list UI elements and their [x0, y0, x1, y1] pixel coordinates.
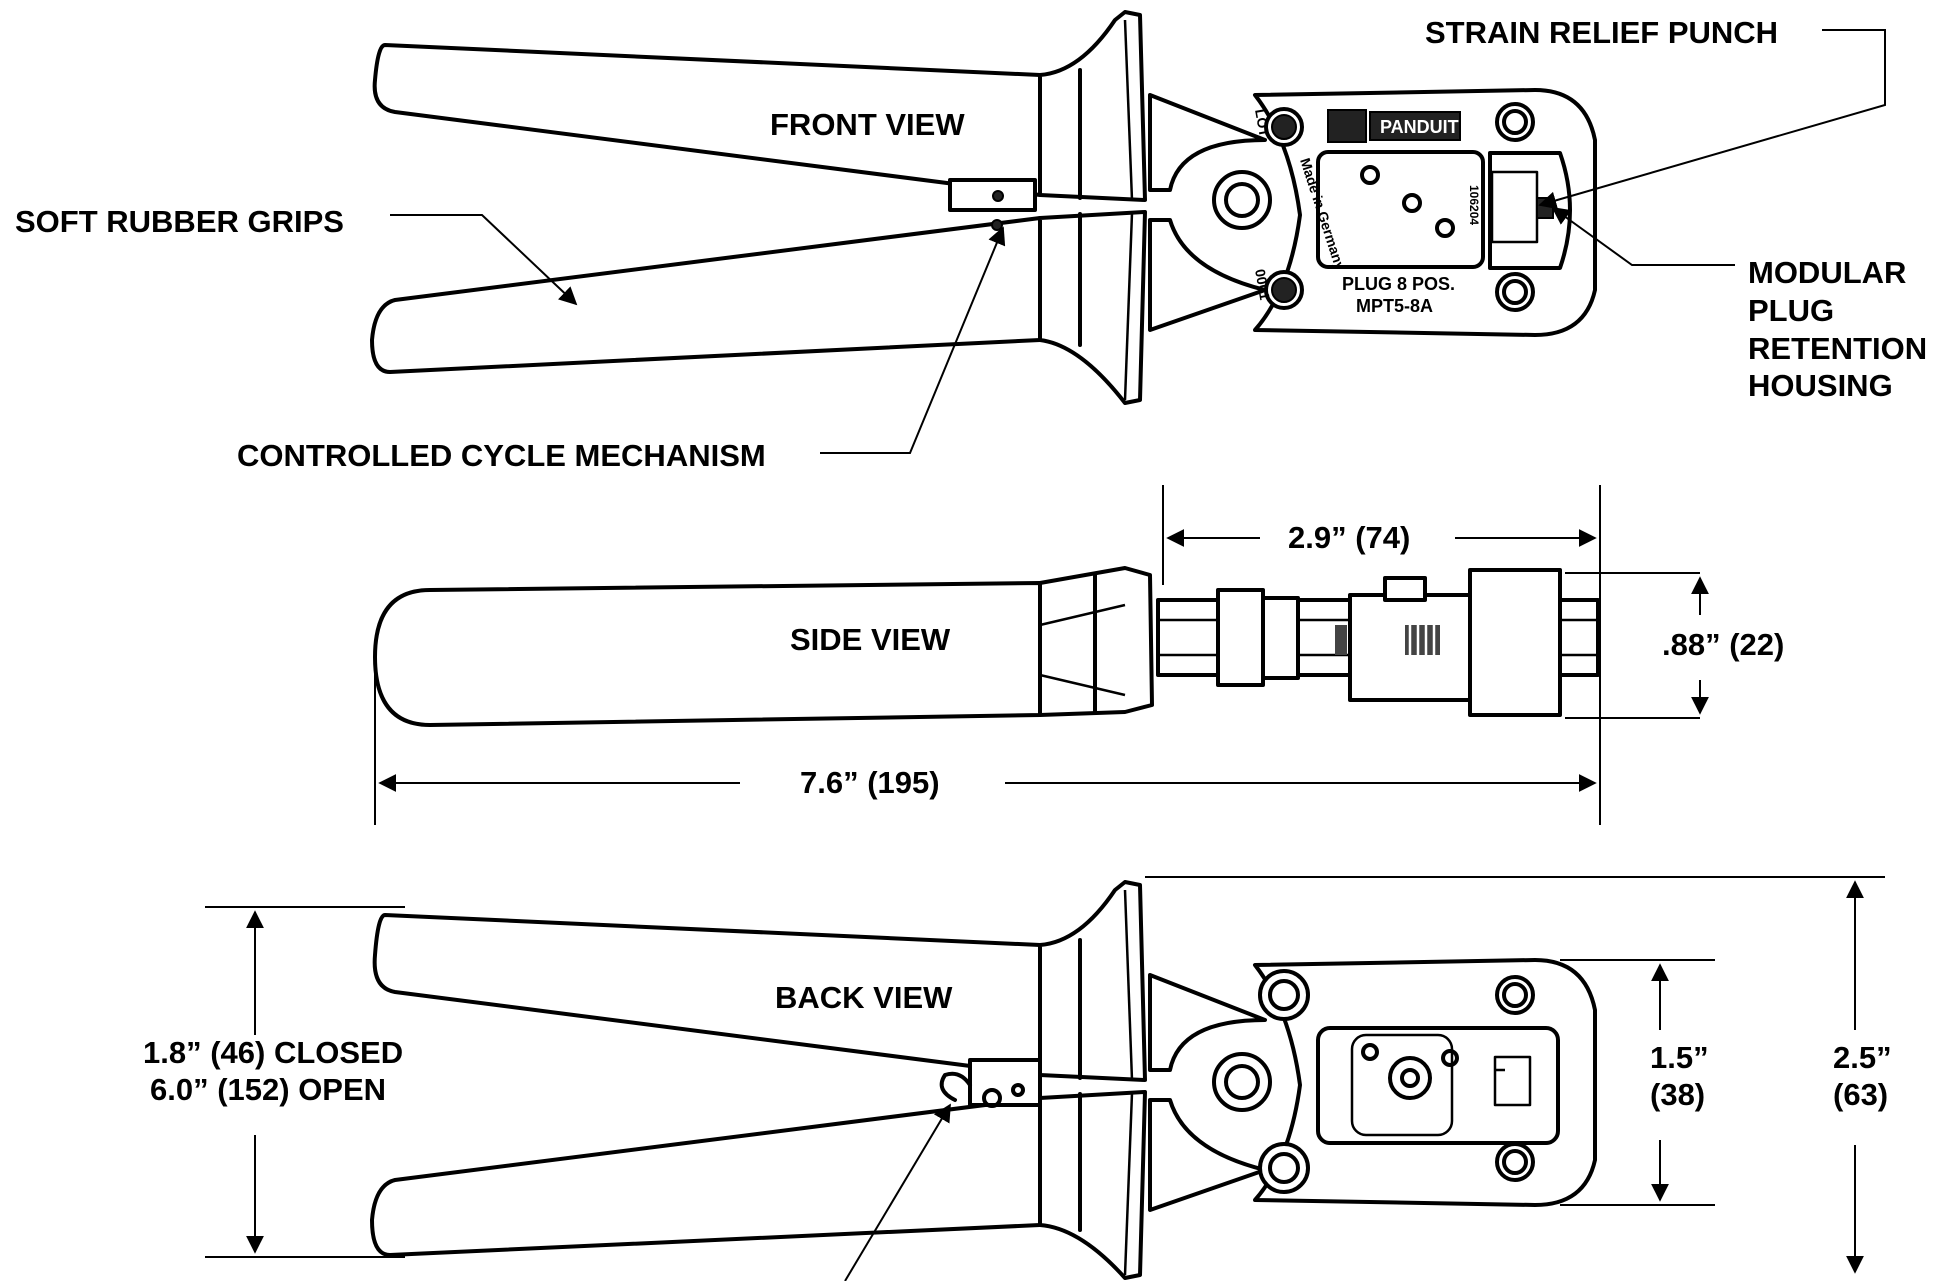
- side-view-label: SIDE VIEW: [790, 622, 951, 657]
- soft-grips-leader: [390, 214, 578, 306]
- side-spring-coil: [1405, 625, 1440, 655]
- modular-leader: [1551, 206, 1735, 266]
- dim-thickness: .88” (22): [1662, 627, 1784, 662]
- front-pivot: [1212, 170, 1272, 230]
- side-dimensions: 2.9” (74) .88” (22) 7.6” (195): [374, 485, 1784, 825]
- plate-text-model: MPT5-8A: [1356, 296, 1433, 316]
- dim-closed: 1.8” (46) CLOSED: [143, 1035, 403, 1070]
- strain-relief-leader: [1538, 29, 1886, 210]
- dim-overall-height-2: (63): [1833, 1077, 1888, 1112]
- cycle-mechanism-label: CONTROLLED CYCLE MECHANISM: [237, 438, 766, 473]
- dim-head-height-1: 1.5”: [1650, 1040, 1709, 1075]
- back-lower-grip: [370, 1096, 1042, 1257]
- brand-logo-mark: [1327, 109, 1367, 143]
- back-upper-grip: [372, 913, 1042, 1077]
- brand-name: PANDUIT: [1380, 117, 1459, 137]
- side-retention-housing: [1468, 568, 1562, 717]
- soft-grips-label: SOFT RUBBER GRIPS: [15, 204, 344, 239]
- back-view: BACK VIEW: [370, 880, 1597, 1280]
- cycle-mechanism-leader: [820, 226, 1006, 454]
- back-cycle-leader: [844, 1103, 951, 1281]
- front-callouts: STRAIN RELIEF PUNCH SOFT RUBBER GRIPS MO…: [15, 15, 1927, 473]
- dim-open: 6.0” (152) OPEN: [150, 1072, 386, 1107]
- front-jaw-upper: [1148, 93, 1267, 192]
- modular-label-3: RETENTION: [1748, 331, 1927, 366]
- front-upper-grip: [372, 43, 1042, 197]
- back-view-label: BACK VIEW: [775, 980, 953, 1015]
- front-jaw-lower: [1148, 218, 1267, 332]
- modular-label-4: HOUSING: [1748, 368, 1893, 403]
- strain-relief-label: STRAIN RELIEF PUNCH: [1425, 15, 1778, 50]
- front-lower-guard: [1038, 210, 1147, 405]
- front-lower-grip: [370, 216, 1042, 374]
- front-die-block: [1316, 150, 1485, 269]
- back-upper-guard: [1038, 880, 1147, 1082]
- back-pivot: [1212, 1052, 1272, 1112]
- dim-overall-length: 7.6” (195): [800, 765, 940, 800]
- side-view: SIDE VIEW: [373, 566, 1600, 727]
- modular-label-2: PLUG: [1748, 293, 1834, 328]
- front-upper-guard: [1038, 10, 1147, 202]
- dim-head-height-2: (38): [1650, 1077, 1705, 1112]
- plate-text-plug: PLUG 8 POS.: [1342, 274, 1455, 294]
- plate-text-part: 106204: [1467, 185, 1481, 225]
- dim-overall-height-1: 2.5”: [1833, 1040, 1892, 1075]
- dim-head-length: 2.9” (74): [1288, 520, 1410, 555]
- plate-text-lot: LOT: [1252, 108, 1273, 139]
- front-view-label: FRONT VIEW: [770, 107, 965, 142]
- front-view: PANDUIT PLUG 8 POS. MPT5-8A Made in Germ…: [370, 10, 1597, 405]
- back-lower-guard: [1038, 1090, 1147, 1280]
- back-cycle-mechanism: [968, 1058, 1042, 1107]
- plate-text-code: 0001: [1252, 268, 1273, 302]
- modular-label-1: MODULAR: [1748, 255, 1906, 290]
- back-dimensions: 1.8” (46) CLOSED 6.0” (152) OPEN 1.5” (3…: [143, 876, 1892, 1281]
